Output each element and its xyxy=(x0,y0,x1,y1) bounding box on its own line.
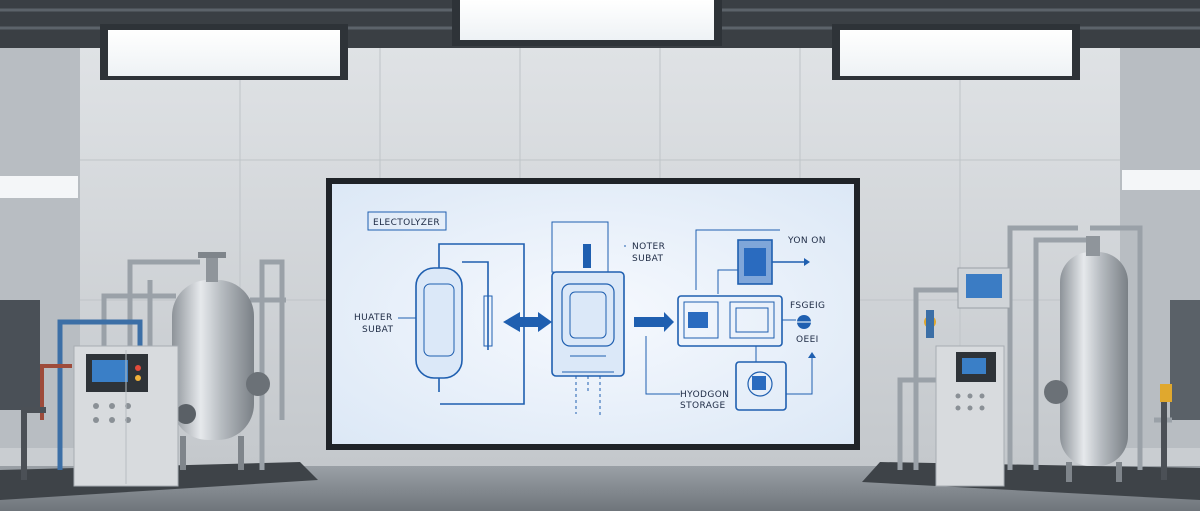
ceiling-lights xyxy=(0,0,1200,198)
label-top-center-1: NOTER xyxy=(632,242,665,252)
left-equipment xyxy=(21,252,286,487)
label-storage-2: STORAGE xyxy=(680,401,726,411)
left-bay-panel xyxy=(0,300,40,410)
label-top-right: YON ON xyxy=(787,236,826,246)
label-top-center-2: SUBAT xyxy=(632,254,664,264)
label-storage-1: HYODGON xyxy=(680,390,729,400)
right-bay-door xyxy=(1170,300,1200,420)
label-left-tank-1: HUATER xyxy=(354,313,393,323)
process-diagram xyxy=(367,211,816,418)
right-equipment xyxy=(897,225,1172,487)
label-right-low: OEEI xyxy=(796,335,819,345)
label-right-mid: FSGEIG xyxy=(790,301,825,311)
label-left-tank-2: SUBAT xyxy=(362,325,394,335)
label-electrolyzer: ELECTOLYZER xyxy=(373,218,440,228)
